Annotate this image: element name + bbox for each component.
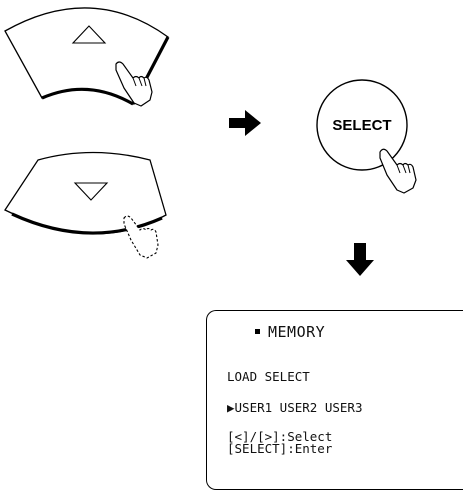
selection-marker-icon: ▶ — [227, 400, 235, 415]
hand-pointer-icon — [115, 61, 153, 107]
select-hand-pointer-icon — [379, 148, 417, 194]
menu-title-text: MEMORY — [268, 323, 326, 341]
user-options-text: USER1 USER2 USER3 — [234, 400, 363, 415]
menu-title: MEMORY — [255, 323, 326, 341]
load-select-label: LOAD SELECT — [227, 369, 310, 384]
user-options: ▶USER1 USER2 USER3 — [227, 401, 362, 415]
lcd-screen: MEMORY LOAD SELECT ▶USER1 USER2 USER3 [<… — [206, 310, 463, 490]
up-arrow-icon — [71, 25, 107, 44]
title-bullet-icon — [255, 329, 260, 334]
down-flow-arrow-icon — [346, 243, 374, 276]
help-text: [<]/[>]:Select[SELECT]:Enter — [227, 429, 333, 456]
select-button-circle[interactable] — [316, 79, 408, 171]
help-line-select: [<]/[>]:Select — [227, 429, 333, 444]
help-line-enter: [SELECT]:Enter — [227, 441, 333, 456]
right-arrow-icon — [229, 110, 261, 136]
select-button-label: SELECT — [332, 117, 392, 134]
dashed-hand-pointer-icon — [123, 215, 159, 259]
down-arrow-icon — [73, 182, 109, 201]
